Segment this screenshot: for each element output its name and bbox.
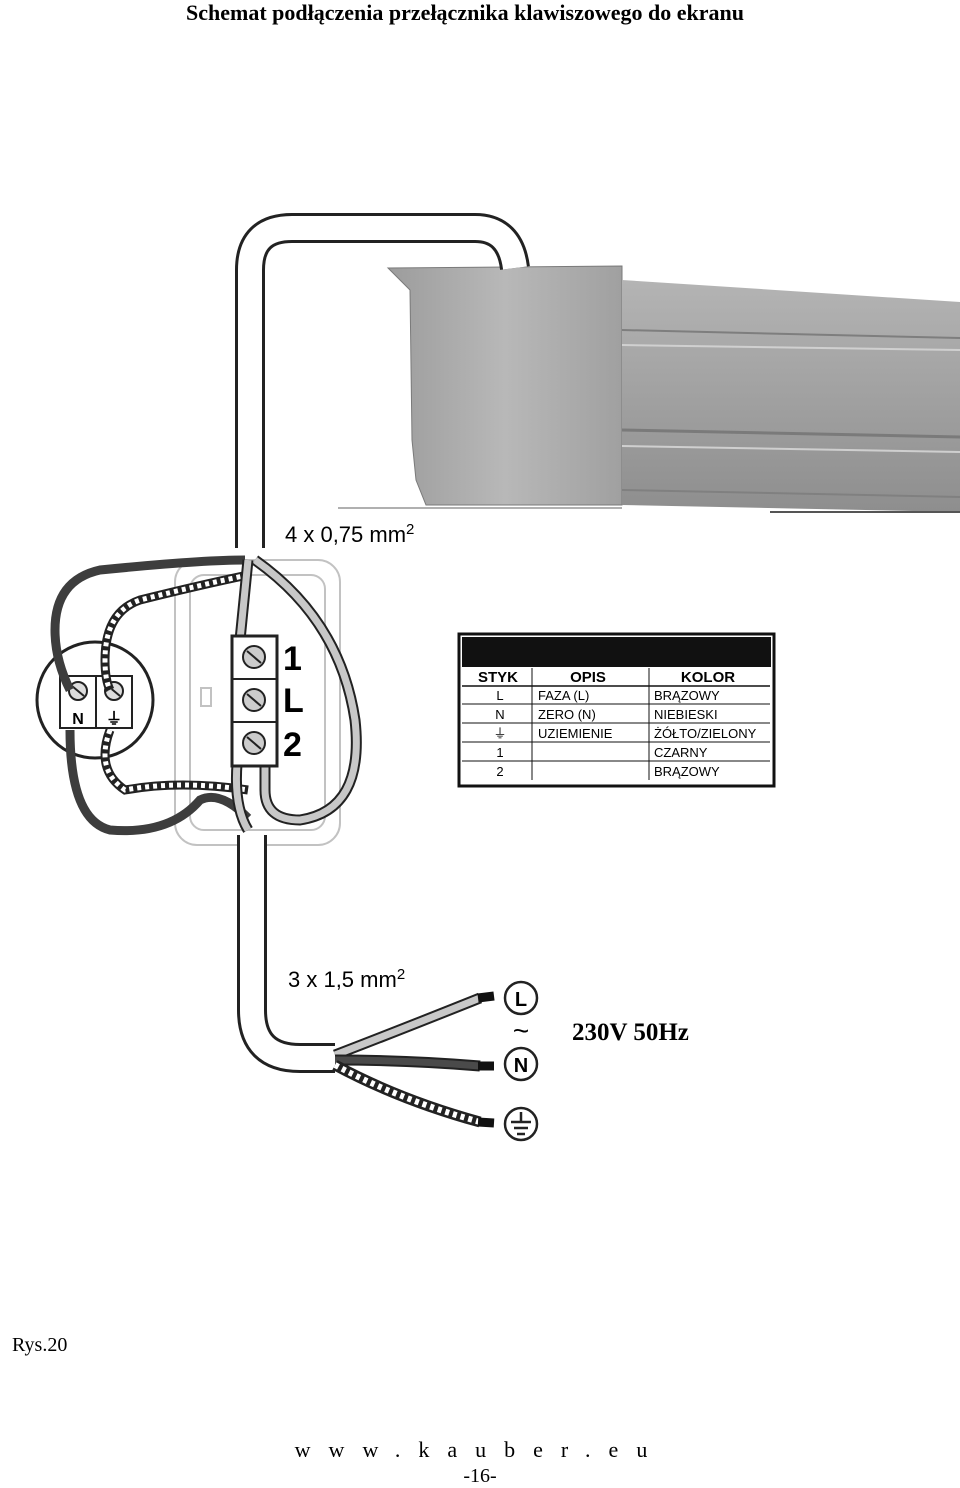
table-cell: 2 (496, 764, 503, 779)
socket-terminal-label: N (72, 711, 84, 728)
screen-housing (338, 265, 960, 513)
table-cell: L (496, 688, 503, 703)
mains-symbols (503, 980, 539, 1142)
table-header: KOLOR (681, 669, 735, 686)
table-cell: BRĄZOWY (654, 688, 720, 703)
website-footer: www.kauber.eu (294, 1437, 666, 1462)
terminal-label: 2 (283, 726, 302, 764)
page-number: -16- (463, 1465, 497, 1487)
table-header: OPIS (570, 669, 606, 686)
ground-icon (511, 1112, 531, 1136)
table-cell: N (495, 707, 504, 722)
mains-l-label: L (515, 989, 527, 1011)
table-cell: ZERO (N) (538, 707, 596, 722)
wiring-table: STYK OPIS KOLOR L FAZA (L) BRĄZOWY N ZER… (457, 632, 776, 788)
mains-wires (332, 991, 495, 1128)
table-cell: NIEBIESKI (654, 707, 718, 722)
top-cable (235, 213, 530, 548)
figure-label: Rys.20 (12, 1334, 68, 1356)
table-header: STYK (478, 669, 518, 686)
mains-tilde-label: ~ (513, 1015, 529, 1046)
table-cell: CZARNY (654, 745, 708, 760)
terminal-label: L (283, 682, 304, 720)
table-cell: BRĄZOWY (654, 764, 720, 779)
bottom-cable (237, 835, 335, 1073)
cable-bottom-label: 3 x 1,5 mm2 (288, 966, 405, 992)
socket-wires (50, 555, 252, 836)
table-cell: ⏚ (493, 726, 506, 741)
page-title: Schemat podłączenia przełącznika klawisz… (186, 0, 744, 25)
mains-n-label: N (514, 1055, 528, 1077)
table-cell: FAZA (L) (538, 688, 589, 703)
socket-terminal-label: ⏚ (106, 710, 122, 728)
cable-top-label: 4 x 0,75 mm2 (285, 521, 414, 547)
terminal-block (230, 634, 279, 768)
table-cell: ŻÓŁTO/ZIELONY (654, 726, 757, 741)
terminal-label: 1 (283, 640, 302, 678)
table-cell: 1 (496, 745, 503, 760)
voltage-label: 230V 50Hz (572, 1019, 689, 1046)
table-cell: UZIEMIENIE (538, 726, 613, 741)
